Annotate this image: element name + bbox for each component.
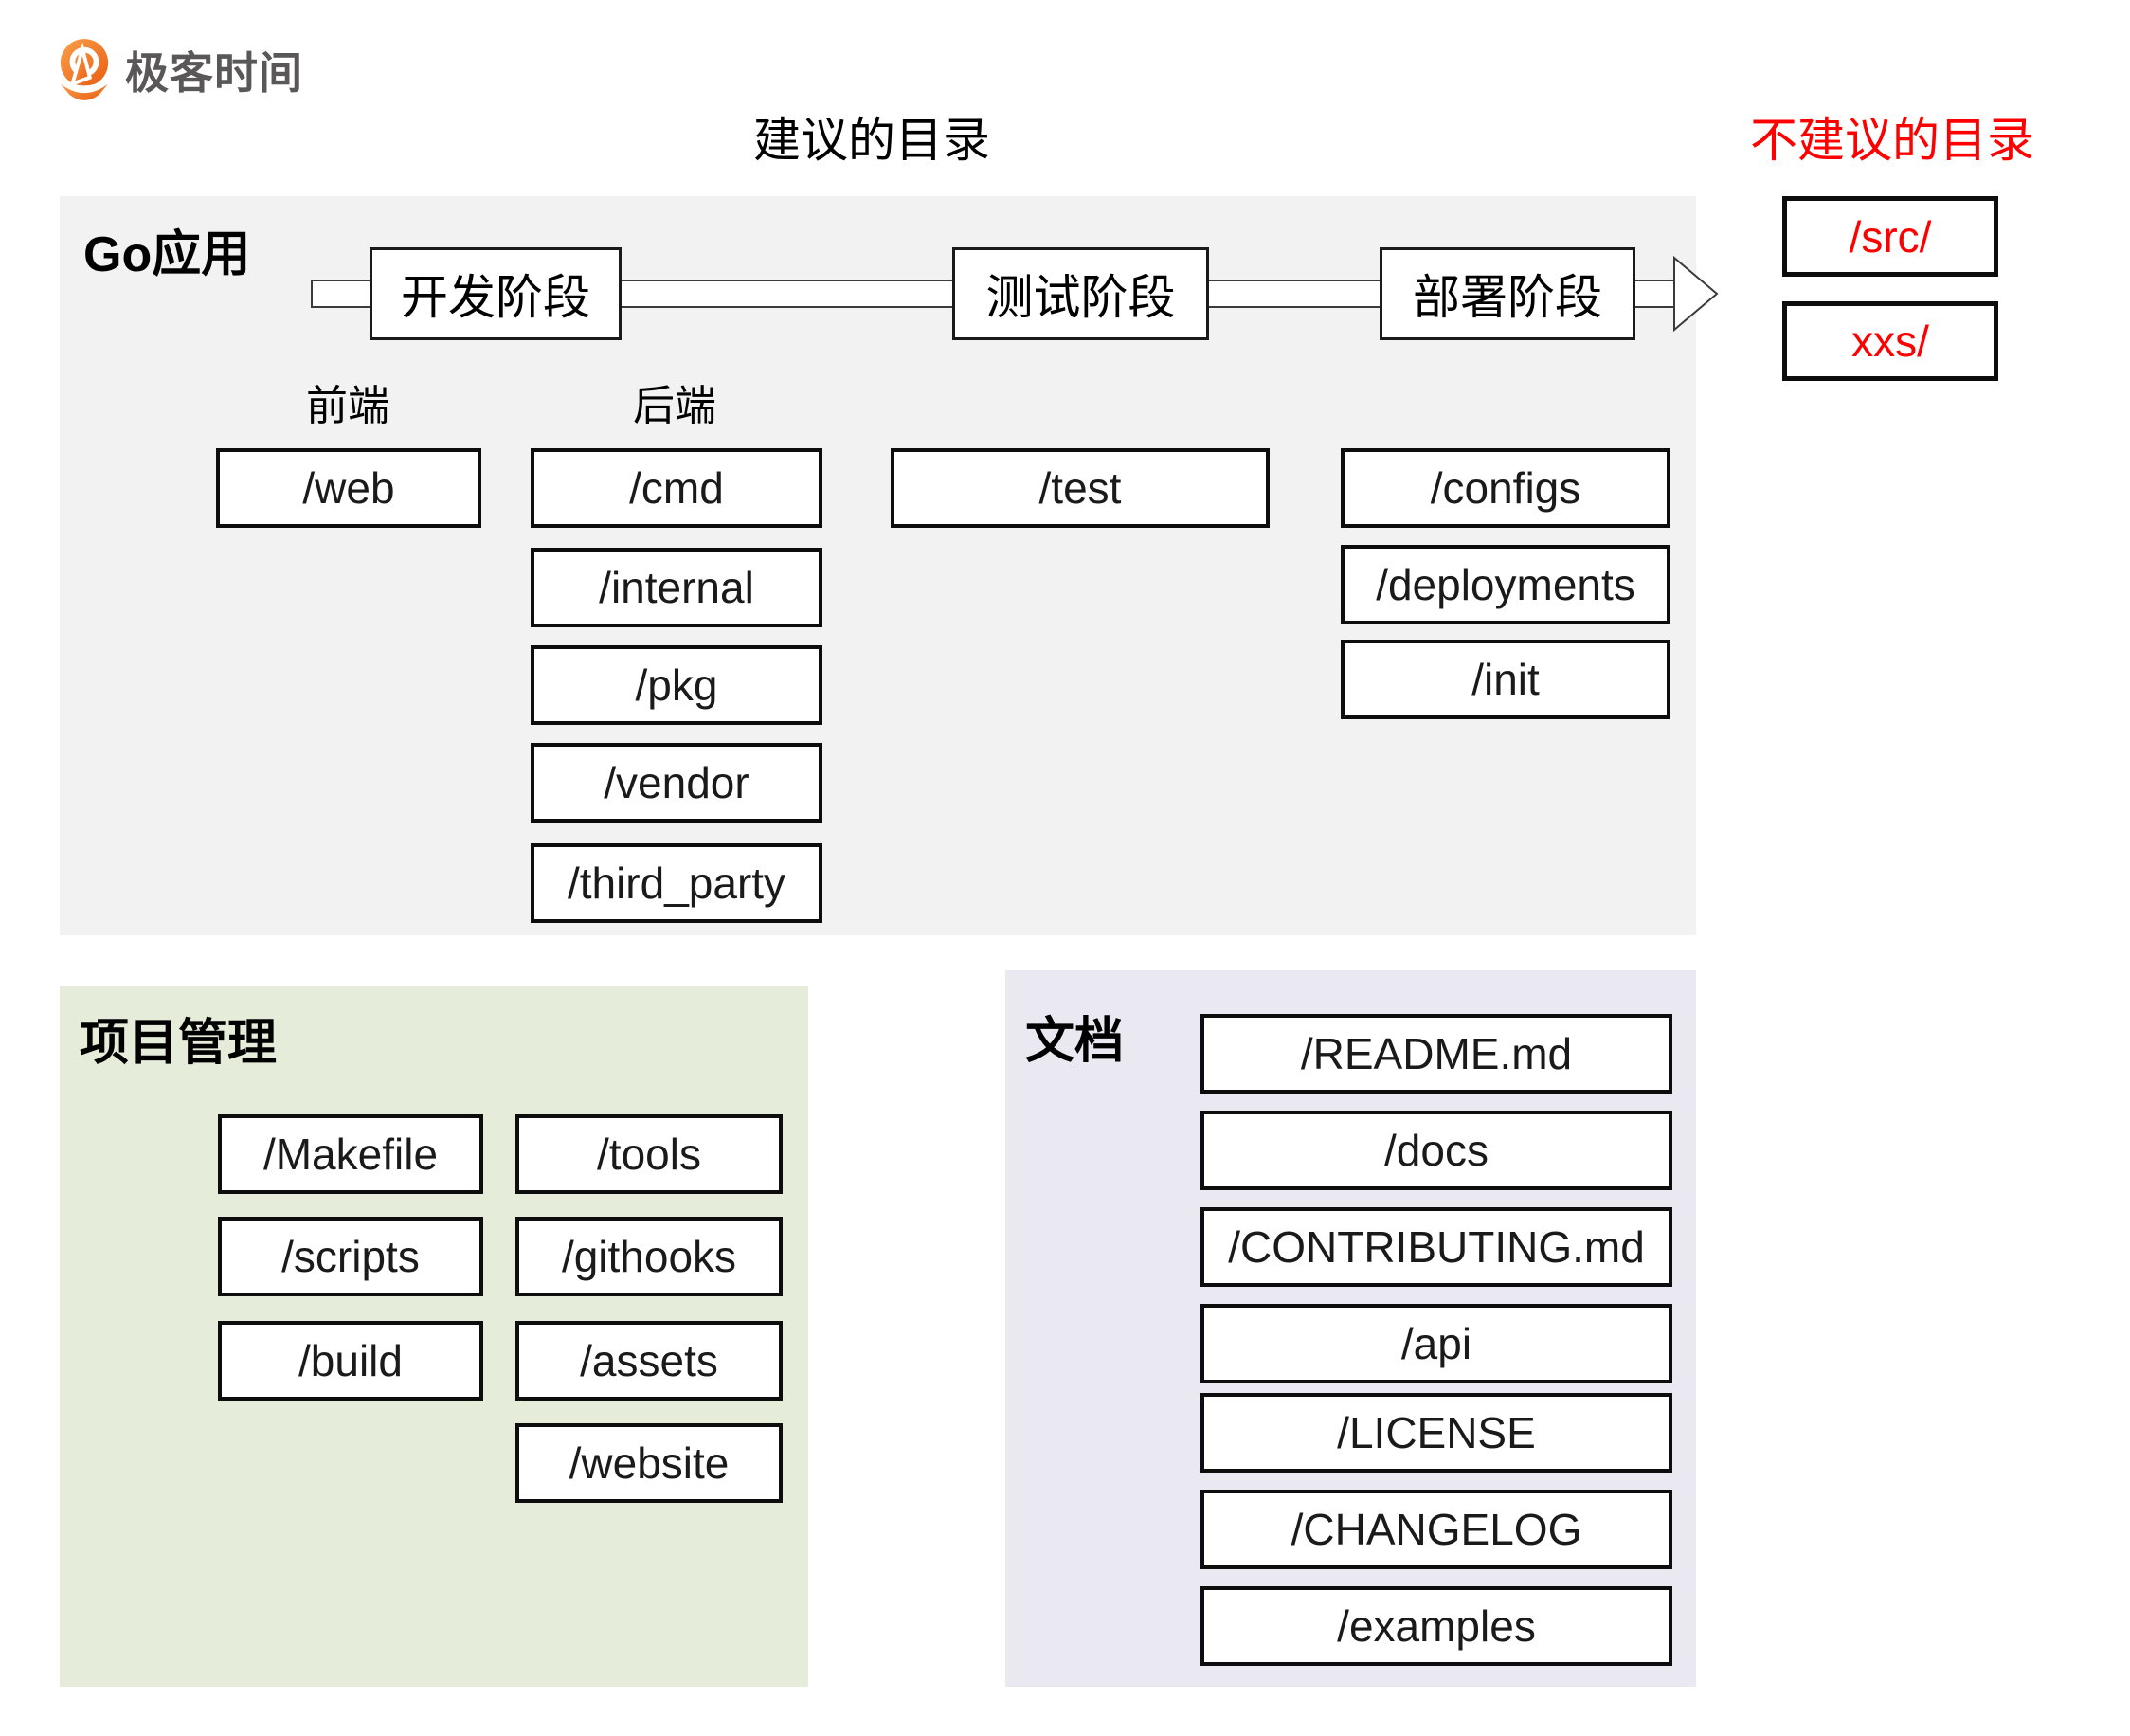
label-frontend: 前端 — [306, 383, 389, 429]
stage-box-development: 开发阶段 — [370, 247, 622, 340]
dir-box-internal: /internal — [531, 548, 822, 627]
dir-box-vendor: /vendor — [531, 743, 822, 823]
label-backend: 后端 — [633, 383, 716, 429]
dir-box-githooks: /githooks — [515, 1217, 783, 1296]
dir-box-contributing: /CONTRIBUTING.md — [1200, 1207, 1672, 1287]
project-management-title: 项目管理 — [80, 1016, 278, 1071]
dir-box-pkg: /pkg — [531, 645, 822, 725]
dir-box-tools: /tools — [515, 1114, 783, 1194]
logo-brand-text: 极客时间 — [125, 48, 303, 98]
dir-box-examples: /examples — [1200, 1586, 1672, 1666]
geektime-logo: 极客时间 — [57, 38, 303, 102]
dir-box-changelog: /CHANGELOG — [1200, 1490, 1672, 1569]
stage-box-deployment: 部署阶段 — [1380, 247, 1635, 340]
stage-box-testing: 测试阶段 — [952, 247, 1209, 340]
dir-box-assets: /assets — [515, 1321, 783, 1401]
dir-box-docs: /docs — [1200, 1111, 1672, 1190]
dir-box-deployments: /deployments — [1341, 545, 1670, 624]
go-app-title: Go应用 — [83, 227, 251, 282]
dir-box-configs: /configs — [1341, 448, 1670, 528]
dir-box-license: /LICENSE — [1200, 1393, 1672, 1473]
dir-box-web: /web — [216, 448, 481, 528]
docs-title: 文档 — [1025, 1014, 1125, 1069]
geektime-pin-icon — [60, 39, 109, 100]
dir-box-readme: /README.md — [1200, 1014, 1672, 1094]
dir-box-website: /website — [515, 1423, 783, 1503]
dir-box-scripts: /scripts — [218, 1217, 483, 1296]
dir-box-build: /build — [218, 1321, 483, 1401]
title-not-suggested: 不建议的目录 — [1750, 114, 2034, 167]
title-suggested: 建议的目录 — [753, 114, 990, 167]
dir-box-third-party: /third_party — [531, 843, 822, 923]
dir-box-init: /init — [1341, 640, 1670, 719]
dir-box-test: /test — [891, 448, 1270, 528]
dir-box-src: /src/ — [1782, 196, 1998, 277]
dir-box-makefile: /Makefile — [218, 1114, 483, 1194]
dir-box-xxs: xxs/ — [1782, 301, 1998, 381]
dir-box-cmd: /cmd — [531, 448, 822, 528]
dir-box-api: /api — [1200, 1304, 1672, 1383]
